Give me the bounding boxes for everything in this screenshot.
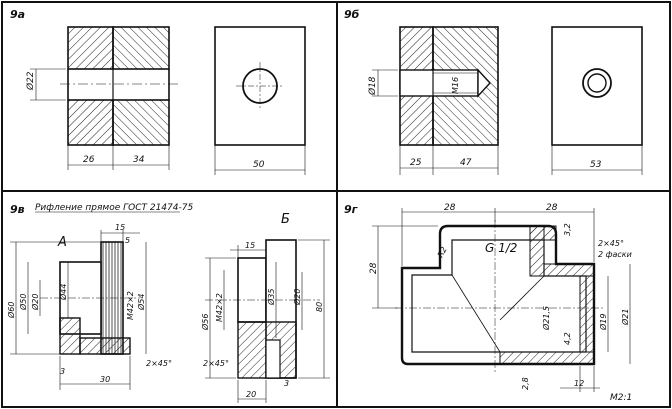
dim-v-b-8: 20 bbox=[246, 390, 256, 399]
dim-g-6: 2 фаски bbox=[598, 250, 632, 259]
dim-g-7: 28 bbox=[369, 262, 379, 274]
dim-v-b-4: Ø20 bbox=[292, 289, 302, 306]
end-view-b bbox=[551, 26, 643, 146]
section-left-top bbox=[67, 26, 114, 70]
dim-g-8: Ø21,5 bbox=[541, 306, 551, 331]
dim-g-1: 28 bbox=[546, 203, 558, 213]
shank-b bbox=[237, 257, 267, 323]
dim-v-a-3: Ø50 bbox=[18, 294, 28, 311]
dim-v-a-9: 3 bbox=[60, 367, 65, 376]
scale-label: M2:1 bbox=[610, 393, 632, 403]
dim-v-a-2: Ø60 bbox=[6, 302, 16, 319]
section-right-top bbox=[112, 26, 170, 70]
dim-v-a-6: M42×2 bbox=[126, 291, 135, 320]
dim-g-9: Ø19 bbox=[598, 314, 608, 331]
section-left-bottom bbox=[67, 99, 114, 146]
dim-v-b-7: 3 bbox=[284, 379, 289, 388]
dim-b-end-width: 53 bbox=[590, 160, 602, 170]
dim-a-left: 26 bbox=[83, 155, 95, 165]
knurl-note: Рифление прямое ГОСТ 21474-75 bbox=[35, 203, 193, 213]
dim-g-13: 12 bbox=[574, 379, 584, 388]
panel-9v-label: 9в bbox=[10, 203, 25, 216]
dim-g-12: 2,8 bbox=[521, 377, 530, 390]
view-b-label: Б bbox=[281, 212, 290, 227]
dim-g-4: G 1/2 bbox=[485, 241, 517, 255]
dim-v-a-4: Ø20 bbox=[30, 294, 40, 311]
dim-a-diameter: Ø22 bbox=[25, 71, 36, 91]
dim-g-5: 2×45° bbox=[598, 239, 624, 248]
dim-v-b-6: 2×45° bbox=[203, 359, 229, 368]
panel-9a-label: 9a bbox=[10, 8, 25, 21]
dim-v-b-5: 80 bbox=[315, 302, 324, 312]
dim-v-b-2: M42×2 bbox=[215, 293, 224, 322]
dim-g-11: 4,2 bbox=[563, 332, 572, 345]
dim-v-a-1: 5 bbox=[125, 236, 130, 245]
panel-9g-label: 9г bbox=[344, 203, 359, 216]
dim-a-right: 34 bbox=[133, 155, 145, 165]
dim-v-b-0: 15 bbox=[245, 241, 255, 250]
panel-9a: 9a Ø22 26 34 50 bbox=[10, 8, 306, 175]
dim-g-0: 28 bbox=[444, 203, 456, 213]
dim-v-b-3: Ø35 bbox=[266, 289, 276, 306]
view-a-label: А bbox=[57, 235, 67, 250]
dim-v-a-10: 30 bbox=[100, 375, 110, 384]
dim-b-diameter: Ø18 bbox=[367, 76, 378, 96]
threaded-hole bbox=[399, 69, 479, 97]
dim-v-a-0: 15 bbox=[115, 223, 125, 232]
dim-b-right: 47 bbox=[460, 158, 472, 168]
dim-v-a-7: Ø54 bbox=[136, 294, 146, 311]
section-right-bottom bbox=[112, 99, 170, 146]
panel-9b: 9б M16 Ø18 25 47 53 bbox=[344, 8, 643, 175]
dim-v-a-5: Ø44 bbox=[58, 284, 68, 301]
panel-9g: 9г 28 28 3,2 R2 G 1/2 2×45° 2 фаски 28 Ø… bbox=[344, 203, 632, 403]
dim-v-a-8: 2×45° bbox=[146, 359, 172, 368]
dim-g-3: R2 bbox=[436, 245, 449, 259]
panel-9b-label: 9б bbox=[344, 8, 360, 21]
dim-g-10: Ø21 bbox=[620, 309, 630, 326]
dim-b-left: 25 bbox=[410, 158, 422, 168]
bore-circle-b bbox=[587, 73, 607, 93]
dim-g-2: 3,2 bbox=[563, 223, 572, 236]
dim-b-thread: M16 bbox=[451, 77, 460, 94]
panel-9v: 9в Рифление прямое ГОСТ 21474-75 А Б 15 … bbox=[6, 203, 330, 403]
dim-v-b-1: Ø56 bbox=[200, 314, 210, 331]
dim-a-end-width: 50 bbox=[253, 160, 265, 170]
